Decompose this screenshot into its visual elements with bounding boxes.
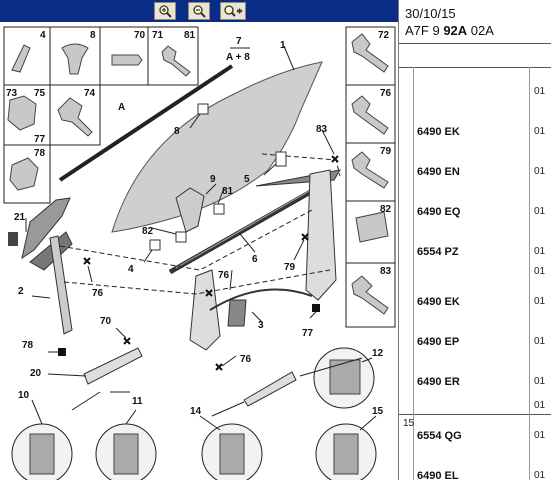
zoom-out-button[interactable] [188, 2, 210, 20]
zoom-out-icon [193, 5, 206, 18]
callout-76c[interactable]: 76 [240, 354, 252, 365]
zoom-in-button[interactable] [154, 2, 176, 20]
callout-8[interactable]: 8 [174, 126, 180, 137]
callout-3[interactable]: 3 [258, 320, 264, 331]
callout-76b[interactable]: 76 [92, 288, 104, 299]
part-qty: 01 [534, 206, 546, 217]
part-qty: 01 [534, 296, 546, 307]
panel-label-81: 81 [184, 30, 196, 41]
part-code[interactable]: 6490 ER [417, 376, 460, 388]
panel-label-79: 79 [380, 146, 392, 157]
callout-4[interactable]: 4 [128, 264, 134, 275]
part-qty: 01 [534, 246, 546, 257]
part-qty: 01 [534, 470, 546, 480]
part-code[interactable]: 6490 EP [417, 336, 460, 348]
catalog-reference: A7F 9 92A 02A [405, 23, 494, 38]
part-code[interactable]: 6554 PZ [417, 246, 459, 258]
panel-label-8: 8 [90, 30, 96, 41]
callout-14[interactable]: 14 [190, 406, 202, 417]
panel-label-73: 73 [6, 88, 18, 99]
door-window-regulator-diagram: 1 7 A + 8 A 8 83 5 9 81 82 21 6 4 79 76 … [3, 26, 396, 480]
callout-5[interactable]: 5 [244, 174, 250, 185]
callout-7b[interactable]: A + 8 [226, 52, 250, 63]
callout-labels: 1 7 A + 8 A 8 83 5 9 81 82 21 6 4 79 76 … [14, 36, 384, 417]
callout-6[interactable]: 6 [252, 254, 258, 265]
panel-label-70: 70 [134, 30, 146, 41]
switch-20 [83, 347, 143, 385]
panel-label-76: 76 [380, 88, 392, 99]
callout-2[interactable]: 2 [18, 286, 24, 297]
callout-A[interactable]: A [118, 102, 125, 113]
callout-1[interactable]: 1 [280, 40, 286, 51]
panel-label-74: 74 [84, 88, 96, 99]
part-qty: 01 [534, 86, 546, 97]
panel-label-77: 77 [34, 134, 46, 145]
callout-78[interactable]: 78 [22, 340, 34, 351]
panel-label-4: 4 [40, 30, 46, 41]
part-qty: 01 [534, 126, 546, 137]
part-qty: 01 [534, 376, 546, 387]
panel-label-75: 75 [34, 88, 46, 99]
catalog-date: 30/10/15 [405, 6, 456, 21]
part-code[interactable]: 6490 EK [417, 126, 460, 138]
panel-label-71: 71 [152, 30, 164, 41]
callout-9[interactable]: 9 [210, 174, 216, 185]
callout-79[interactable]: 79 [284, 262, 296, 273]
row-index: 15 [403, 418, 415, 429]
part-code[interactable]: 6490 EK [417, 296, 460, 308]
panel-label-78: 78 [34, 148, 46, 159]
callout-12[interactable]: 12 [372, 348, 384, 359]
part-qty: 01 [534, 166, 546, 177]
panel-labels: 4 8 70 71 81 73 75 74 77 78 72 76 79 82 … [6, 30, 392, 277]
divider [399, 43, 551, 44]
left-panel-grid [3, 26, 199, 204]
callout-76a[interactable]: 76 [218, 270, 230, 281]
ref-suffix: 02A [470, 23, 494, 38]
callout-21[interactable]: 21 [14, 212, 26, 223]
part-qty: 01 [534, 266, 546, 277]
zoom-fit-button[interactable] [220, 2, 246, 20]
column-divider [529, 67, 530, 480]
part-qty: 01 [534, 336, 546, 347]
ref-prefix: A7F 9 [405, 23, 440, 38]
callout-7[interactable]: 7 [236, 36, 242, 47]
callout-20[interactable]: 20 [30, 368, 42, 379]
right-panel-parts [351, 33, 389, 315]
callout-82[interactable]: 82 [142, 226, 154, 237]
column-divider [413, 67, 414, 480]
zoom-fit-icon [224, 5, 243, 17]
callout-77[interactable]: 77 [302, 328, 314, 339]
callout-81[interactable]: 81 [222, 186, 234, 197]
callout-15[interactable]: 15 [372, 406, 384, 417]
part-code[interactable]: 6490 EL [417, 470, 459, 480]
part-code[interactable]: 6490 EN [417, 166, 460, 178]
parts-diagram[interactable]: 1 7 A + 8 A 8 83 5 9 81 82 21 6 4 79 76 … [0, 22, 398, 480]
switch-12 [243, 371, 297, 407]
parts-list-panel: 30/10/15 A7F 9 92A 02A 01 6490 EK 01 649… [398, 0, 551, 480]
callout-70[interactable]: 70 [100, 316, 112, 327]
zoom-in-icon [159, 5, 172, 18]
ref-bold: 92A [443, 23, 468, 38]
panel-label-83: 83 [380, 266, 392, 277]
part-qty: 01 [534, 430, 546, 441]
callout-11[interactable]: 11 [132, 396, 143, 407]
callout-83[interactable]: 83 [316, 124, 328, 135]
panel-label-72: 72 [378, 30, 390, 41]
part-code[interactable]: 6554 QG [417, 430, 462, 442]
part-qty: 01 [534, 400, 546, 411]
part-code[interactable]: 6490 EQ [417, 206, 461, 218]
window-glass [111, 61, 323, 233]
callout-10[interactable]: 10 [18, 390, 30, 401]
divider [399, 67, 551, 68]
left-panel-parts [7, 43, 191, 191]
panel-label-82: 82 [380, 204, 392, 215]
right-panel-grid [345, 26, 396, 328]
diagram-toolbar [0, 0, 398, 22]
divider [399, 414, 551, 415]
